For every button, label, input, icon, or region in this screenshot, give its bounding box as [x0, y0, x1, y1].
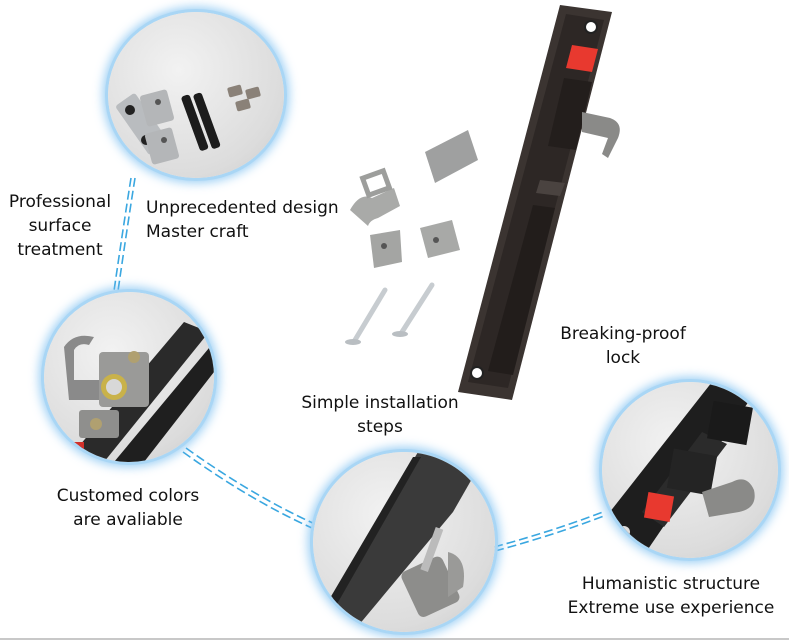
breaking-proof-label: Breaking-proof lock [548, 322, 698, 370]
red-indicator [566, 45, 598, 72]
side-profile-circle [313, 452, 495, 632]
lock-indicator-image [602, 382, 762, 558]
humanistic-structure-label: Humanistic structure Extreme use experie… [558, 572, 784, 620]
unprecedented-design-label: Unprecedented design Master craft [146, 196, 339, 244]
label-line: Breaking-proof [560, 324, 686, 344]
label-line: Master craft [146, 222, 249, 242]
label-line: Unprecedented design [146, 198, 339, 218]
simple-installation-label: Simple installation steps [292, 391, 468, 439]
label-line: Professional [8, 192, 112, 212]
label-line: lock [605, 348, 641, 368]
customed-colors-label: Customed colors are avaliable [46, 484, 210, 532]
hardware-parts-image [116, 84, 261, 165]
label-line: treatment [17, 240, 103, 260]
label-line: are avaliable [73, 510, 183, 530]
label-line: steps [357, 417, 403, 437]
label-line: Customed colors [56, 486, 200, 506]
side-profile-image [313, 452, 473, 632]
label-line: Humanistic structure [581, 574, 761, 594]
label-line: surface [28, 216, 92, 236]
hardware-parts-circle [108, 12, 284, 178]
hook-mechanism-image [64, 322, 214, 462]
hook-mechanism-circle [44, 292, 214, 462]
label-line: Simple installation [301, 393, 459, 413]
label-line: Extreme use experience [567, 598, 775, 618]
bottom-divider [0, 638, 789, 640]
lock-indicator-circle [602, 382, 778, 558]
professional-surface-label: Professional surface treatment [4, 190, 116, 262]
